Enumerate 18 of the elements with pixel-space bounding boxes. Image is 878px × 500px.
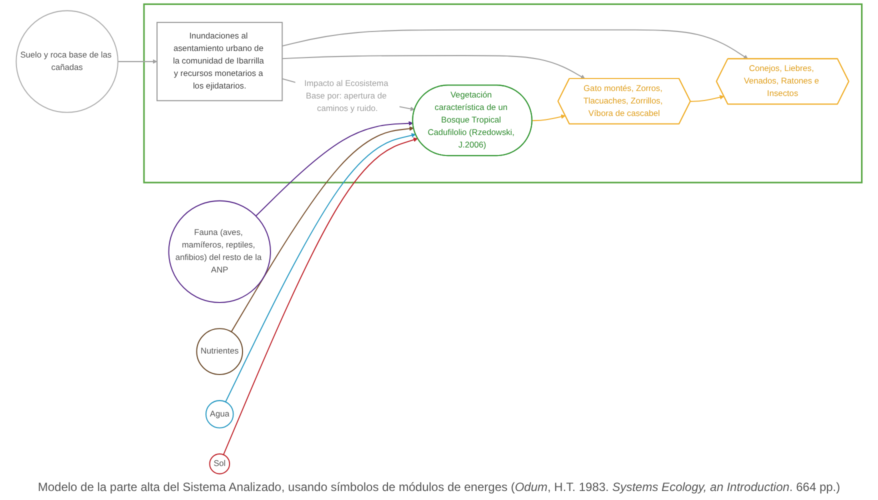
arrow [223, 138, 418, 455]
arrow [282, 29, 748, 60]
node-circle: Sol [209, 453, 230, 474]
caption: Modelo de la parte alta del Sistema Analizado, usando símbolos de módulos de energes (Odum, H.T. 1983. Systems Ecology, an Introduction. 664 pp.) [36, 479, 842, 496]
arrow [118, 59, 158, 64]
arrow [282, 55, 586, 79]
node-circle: Agua [205, 400, 234, 428]
node-circle: Fauna (aves, mamíferos, reptiles, anfibios) del resto de la ANP [168, 200, 271, 304]
node-box: Inundaciones al asentamiento urbano de la comunidad de Ibarrilla y recursos monetarios a los ejidatarios. [156, 22, 283, 102]
cluster [143, 3, 863, 184]
arrow [230, 126, 414, 332]
arrow [256, 121, 414, 216]
edge-label: Impacto al Ecosistema Base por: apertura de caminos y ruido. [304, 79, 388, 114]
node-circle: Suelo y roca base de las cañadas [16, 10, 118, 113]
node-circle: Nutrientes [196, 328, 244, 375]
arrow [532, 114, 566, 122]
arrow [225, 133, 416, 402]
arrow [690, 95, 724, 102]
